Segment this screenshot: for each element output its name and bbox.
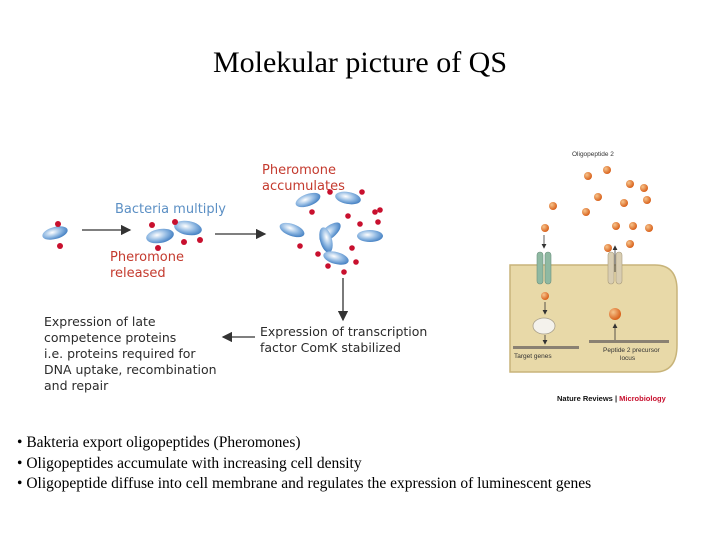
intracellular-peptide [541, 292, 549, 300]
dna-strand-target [513, 346, 579, 349]
precursor-peptide [609, 308, 621, 320]
label-target-genes: Target genes [514, 353, 552, 360]
bacteria-multiplying [146, 219, 203, 251]
competence-pathway-diagram: Bacteria multiply Pheromone released Phe… [42, 163, 431, 393]
figure-credit: Nature Reviews | Microbiology [557, 394, 667, 403]
cell-body [509, 264, 678, 373]
label-precursor-locus: Peptide 2 precursor locus [603, 347, 662, 362]
label-late-competence: Expression of late competence proteins i… [44, 314, 221, 393]
bacterium-initial [42, 221, 68, 249]
label-oligopeptide: Oligopeptide 2 [572, 151, 614, 158]
target-complex [532, 317, 556, 335]
slide-title: Molekular picture of QS [212, 46, 508, 79]
dna-strand-locus [589, 340, 669, 343]
extracellular-peptides [541, 166, 653, 252]
bullet-item: Oligopeptides accumulate with increasing… [17, 454, 591, 475]
bullet-list: Bakteria export oligopeptides (Pheromone… [17, 433, 591, 495]
bullet-item: Bakteria export oligopeptides (Pheromone… [17, 433, 591, 454]
label-transcription-factor: Expression of transcription factor ComK … [260, 324, 431, 355]
bullet-item: Oligopeptide diffuse into cell membrane … [17, 474, 591, 495]
oligopeptide-signaling-diagram: Oligopeptide 2 Target genes [509, 151, 678, 403]
label-bacteria-multiply: Bacteria multiply [115, 202, 226, 217]
receptor-green [536, 251, 552, 285]
bacteria-dense-cluster [279, 189, 383, 275]
label-pheromone-released: Pheromone released [110, 250, 188, 281]
receptor-tan [607, 251, 623, 285]
label-pheromone-accumulates: Pheromone accumulates [262, 163, 345, 194]
